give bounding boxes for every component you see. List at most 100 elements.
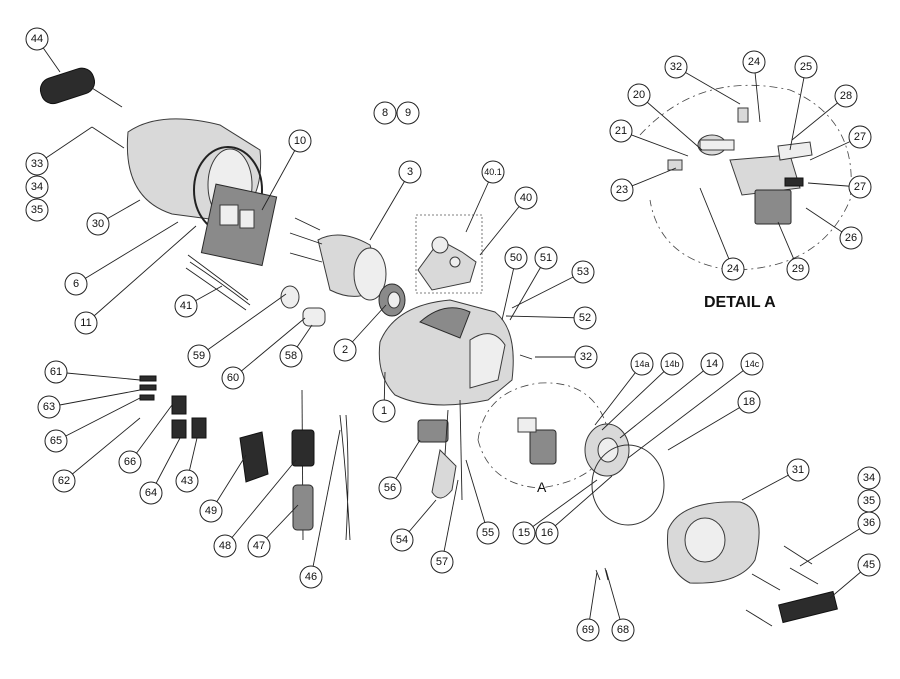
part-40-hook-bracket xyxy=(415,214,483,294)
leader-line xyxy=(789,66,807,151)
callout-33: 33 xyxy=(25,152,49,176)
callout-44: 44 xyxy=(25,27,49,51)
callout-label: 30 xyxy=(92,218,104,230)
callout-label: 43 xyxy=(181,475,193,487)
callout-27: 27 xyxy=(848,175,872,199)
callout-43: 43 xyxy=(175,469,199,493)
leader-line xyxy=(369,171,411,241)
callout-label: 69 xyxy=(582,624,594,636)
callout-3: 3 xyxy=(398,160,422,184)
callout-50: 50 xyxy=(504,246,528,270)
leader-line xyxy=(232,317,306,379)
callout-label: 32 xyxy=(670,61,682,73)
callout-34: 34 xyxy=(25,175,49,199)
callout-64: 64 xyxy=(139,481,163,505)
callout-label: 14a xyxy=(634,359,649,369)
part-45-nameplate xyxy=(778,590,838,624)
callout-35: 35 xyxy=(25,198,49,222)
callout-label: 18 xyxy=(743,396,755,408)
leader-line xyxy=(198,293,287,357)
leader-line xyxy=(261,140,301,211)
callout-label: 40 xyxy=(520,192,532,204)
callout-label: 63 xyxy=(43,401,55,413)
callout-31: 31 xyxy=(786,458,810,482)
leader-line xyxy=(85,225,197,324)
callout-26: 26 xyxy=(839,226,863,250)
callout-label: 57 xyxy=(436,556,448,568)
callout-59: 59 xyxy=(187,344,211,368)
callout-label: 11 xyxy=(80,317,91,329)
callout-label: 15 xyxy=(518,527,530,539)
leader-line xyxy=(75,221,179,285)
leader-line xyxy=(509,257,547,321)
callout-46: 46 xyxy=(299,565,323,589)
callout-label: 66 xyxy=(124,456,136,468)
leader-line xyxy=(675,66,741,105)
callout-10: 10 xyxy=(288,129,312,153)
callout-49: 49 xyxy=(199,499,223,523)
leader-line xyxy=(546,475,613,534)
callout-52: 52 xyxy=(573,306,597,330)
callout-15: 15 xyxy=(512,521,536,545)
callout-label: 2 xyxy=(342,344,348,356)
leader-line xyxy=(799,522,870,567)
callout-label: 56 xyxy=(384,482,396,494)
callout-label: 14c xyxy=(745,359,760,369)
callout-label: 14 xyxy=(706,358,718,370)
callout-label: 24 xyxy=(748,56,760,68)
callout-47: 47 xyxy=(247,534,271,558)
callout-55: 55 xyxy=(476,521,500,545)
callout-label: 27 xyxy=(854,131,866,143)
callout-53: 53 xyxy=(571,260,595,284)
callout-label: 65 xyxy=(50,435,62,447)
callout-8: 8 xyxy=(373,101,397,125)
callout-label: 61 xyxy=(50,366,62,378)
callout-16: 16 xyxy=(535,521,559,545)
callout-23: 23 xyxy=(610,178,634,202)
part-59-60-58-components xyxy=(280,285,326,327)
callout-label: 6 xyxy=(73,278,79,290)
callout-24: 24 xyxy=(742,50,766,74)
section-view-label: A xyxy=(537,479,547,495)
callout-57: 57 xyxy=(430,550,454,574)
callout-label: 10 xyxy=(294,135,306,147)
leader-line xyxy=(601,363,673,431)
part-labels-left xyxy=(139,375,269,483)
callout-32: 32 xyxy=(664,55,688,79)
callout-66: 66 xyxy=(118,450,142,474)
callout-label: 35 xyxy=(863,495,875,507)
leader-line xyxy=(310,429,341,578)
callout-label: 25 xyxy=(800,61,812,73)
callout-56: 56 xyxy=(378,476,402,500)
callout-label: 50 xyxy=(510,252,522,264)
callout-label: 35 xyxy=(31,204,43,216)
callout-label: 23 xyxy=(616,184,628,196)
callout-label: 21 xyxy=(615,125,627,137)
callout-label: 60 xyxy=(227,372,239,384)
callout-label: 26 xyxy=(845,232,857,244)
leader-line xyxy=(479,197,527,256)
callout-27: 27 xyxy=(848,125,872,149)
callout-label: 49 xyxy=(205,505,217,517)
callout-40-1: 40.1 xyxy=(481,160,505,184)
callout-36: 36 xyxy=(857,511,881,535)
callout-14: 14 xyxy=(700,352,724,376)
callout-32: 32 xyxy=(574,345,598,369)
callout-label: 51 xyxy=(540,252,552,264)
part-screws-top-left xyxy=(91,87,125,149)
callout-61: 61 xyxy=(44,360,68,384)
leader-line xyxy=(627,363,753,459)
callout-24: 24 xyxy=(721,257,745,281)
callout-69: 69 xyxy=(576,618,600,642)
callout-label: 33 xyxy=(31,158,43,170)
callout-6: 6 xyxy=(64,272,88,296)
callout-62: 62 xyxy=(52,469,76,493)
leader-line xyxy=(620,130,689,157)
callout-54: 54 xyxy=(390,528,414,552)
callout-25: 25 xyxy=(794,55,818,79)
callout-label: 64 xyxy=(145,487,157,499)
leader-line xyxy=(511,271,584,309)
leader-line xyxy=(791,95,847,141)
leader-line xyxy=(699,187,734,270)
